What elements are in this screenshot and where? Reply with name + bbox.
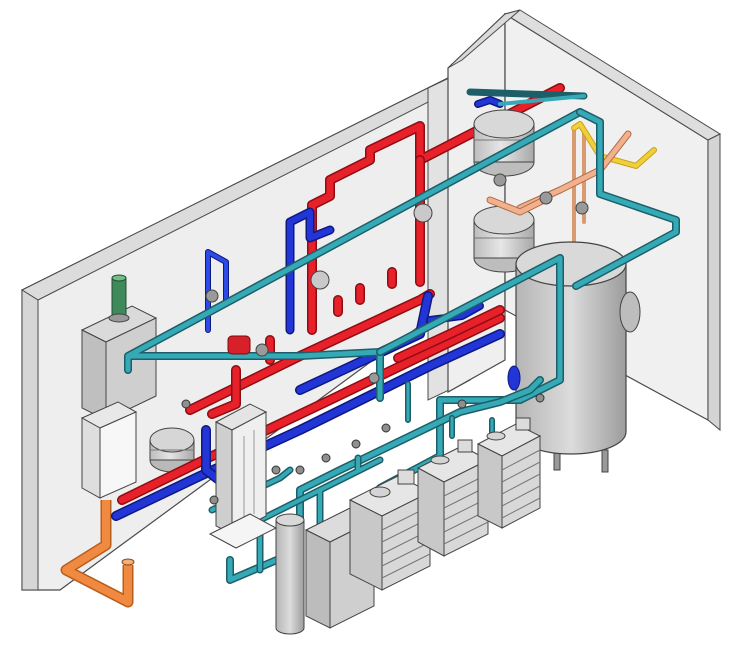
storage-tank: [507, 241, 641, 473]
water-softener-modules: [348, 417, 542, 591]
heat-exchanger: [208, 403, 278, 549]
flue-pipe: [60, 500, 135, 608]
valves: [181, 393, 545, 505]
control-panel: [80, 401, 138, 499]
circulation-pumps: [205, 173, 589, 384]
hot-supply-pipes: [117, 83, 565, 505]
softener-module-3: [476, 417, 542, 529]
expansion-tank: [149, 427, 195, 473]
filter-cylinder: [275, 513, 305, 635]
softener-module-2: [416, 439, 490, 557]
